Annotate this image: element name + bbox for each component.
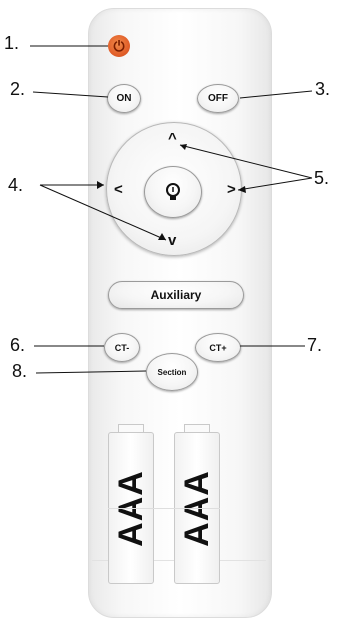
arrowhead-4a xyxy=(97,181,104,189)
off-button[interactable]: OFF xyxy=(197,84,239,113)
power-icon: ⏻ xyxy=(113,38,125,54)
down-arrow-button[interactable]: v xyxy=(168,232,177,249)
arrowhead-5b xyxy=(238,186,246,193)
battery-cover-seam xyxy=(108,508,220,509)
callout-label-6: 6. xyxy=(10,335,26,355)
callout-label-5: 5. xyxy=(314,168,330,188)
callout-label-3: 3. xyxy=(315,79,331,99)
section-button[interactable]: Section xyxy=(146,353,198,391)
up-arrow-button[interactable]: ^ xyxy=(168,130,177,147)
callout-label-1: 1. xyxy=(4,33,20,53)
callout-label-4: 4. xyxy=(8,175,24,195)
lightbulb-icon xyxy=(166,183,180,200)
power-button[interactable]: ⏻ xyxy=(108,35,130,57)
callout-line-2 xyxy=(32,91,109,98)
callout-label-2: 2. xyxy=(10,79,26,99)
auxiliary-button[interactable]: Auxiliary xyxy=(108,281,244,309)
ct-plus-button[interactable]: CT+ xyxy=(195,333,241,362)
callout-label-7: 7. xyxy=(307,335,323,355)
arrowhead-5a xyxy=(180,144,187,150)
center-light-button[interactable] xyxy=(144,166,202,218)
callout-line-5b xyxy=(237,177,313,191)
callout-line-3 xyxy=(239,90,313,99)
callout-line-8 xyxy=(35,370,147,374)
battery-terminal-right xyxy=(184,424,210,434)
callout-label-8: 8. xyxy=(12,361,28,381)
battery-terminal-left xyxy=(118,424,144,434)
callout-line-4b xyxy=(39,184,167,241)
on-button[interactable]: ON xyxy=(107,84,141,113)
left-arrow-button[interactable]: < xyxy=(114,181,123,198)
arrowhead-4b xyxy=(158,233,166,240)
ct-minus-button[interactable]: CT- xyxy=(104,333,140,362)
callout-line-5a xyxy=(179,144,313,179)
right-arrow-button[interactable]: > xyxy=(227,181,236,198)
